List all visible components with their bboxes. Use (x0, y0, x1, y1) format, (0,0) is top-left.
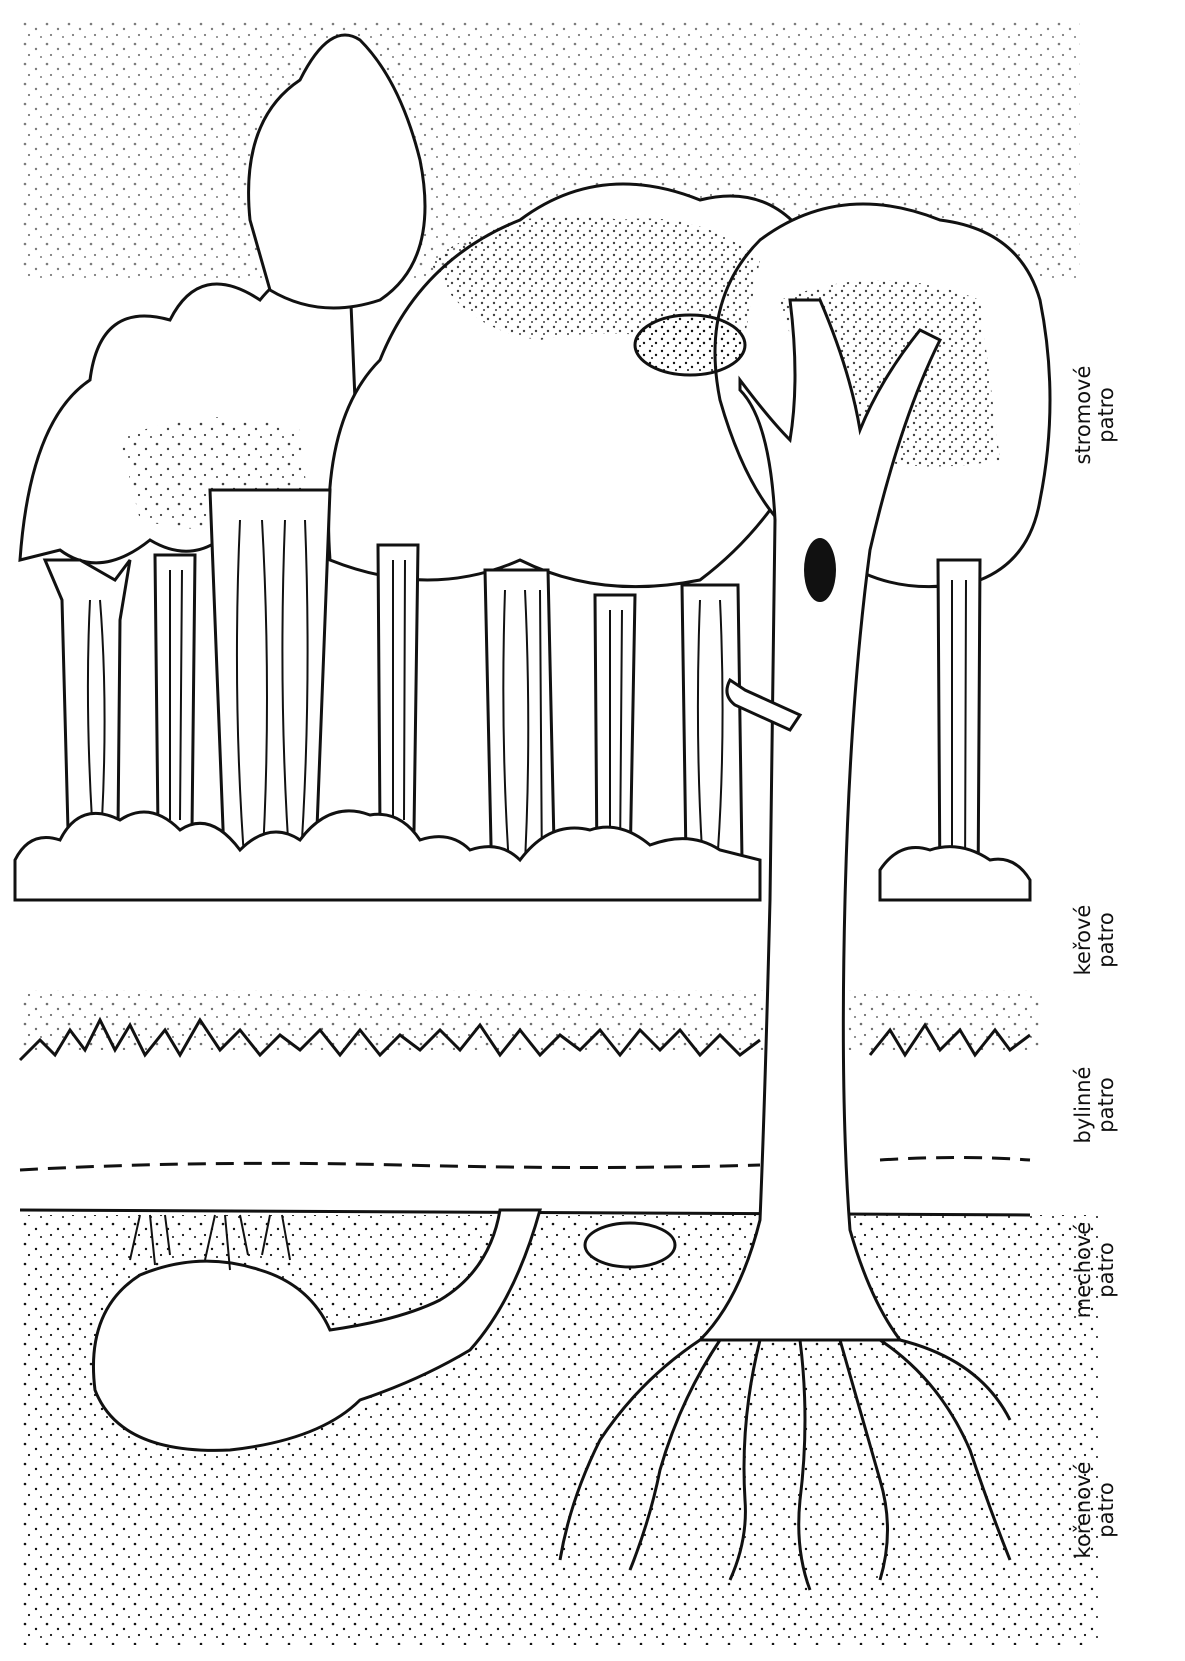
trunk-7 (682, 585, 742, 860)
moss-layer-word: mechové (1072, 1200, 1095, 1340)
root-layer-patro: patro (1095, 1440, 1118, 1580)
herb-layer-label: bylinné patro (1072, 1035, 1118, 1175)
stone (585, 1223, 675, 1267)
tree-layer-word: stromové (1072, 345, 1095, 485)
tree-layer-label: stromové patro (1072, 345, 1118, 485)
trunk-3 (210, 490, 330, 880)
herb-layer-patro: patro (1095, 1035, 1118, 1175)
moss-layer-label: mechové patro (1072, 1200, 1118, 1340)
herb-layer-word: bylinné (1072, 1035, 1095, 1175)
trunk-4 (378, 545, 418, 830)
tree-hollow (804, 538, 836, 602)
bird-nest (635, 315, 745, 375)
shrub-layer-word: keřové (1072, 870, 1095, 1010)
shrub-right (880, 847, 1030, 900)
moss-layer-patro: patro (1095, 1200, 1118, 1340)
root-layer-word: kořenové (1072, 1440, 1095, 1580)
trunk-2 (155, 555, 195, 830)
root-layer-label: kořenové patro (1072, 1440, 1118, 1580)
shrub-layer (15, 811, 760, 900)
moss-line (20, 1158, 1030, 1171)
trunk-8 (938, 560, 980, 895)
tree-layer-patro: patro (1095, 345, 1118, 485)
shrub-layer-patro: patro (1095, 870, 1118, 1010)
shrub-layer-label: keřové patro (1072, 870, 1118, 1010)
